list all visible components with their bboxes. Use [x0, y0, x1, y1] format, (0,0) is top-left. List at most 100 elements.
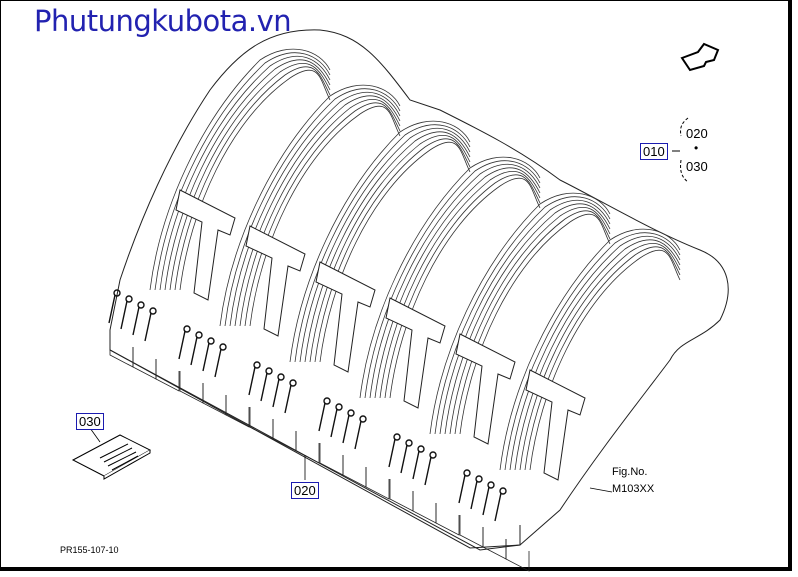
- pin-head: [323, 397, 331, 405]
- comb-tooth: [435, 503, 460, 536]
- comb-pin: [482, 486, 490, 516]
- callout-020[interactable]: 020: [291, 482, 319, 499]
- fin-line: [244, 102, 401, 327]
- comb-pin: [132, 306, 140, 336]
- pin-head: [219, 343, 227, 351]
- comb-tooth: [202, 383, 227, 416]
- comb-pin: [272, 378, 280, 408]
- fin-line: [379, 170, 541, 399]
- comb-pin: [470, 480, 478, 510]
- fin-line: [444, 203, 611, 435]
- pin-head: [335, 403, 343, 411]
- callout-bracket: [680, 117, 689, 183]
- comb-tooth: [155, 359, 180, 392]
- fin-line: [289, 120, 471, 363]
- fin-line: [389, 177, 541, 399]
- comb-pin: [248, 366, 256, 396]
- comb-pin: [260, 372, 268, 402]
- fin-line: [154, 52, 331, 291]
- comb-tooth: [132, 347, 157, 380]
- pin-head: [393, 433, 401, 441]
- pin-head: [277, 373, 285, 381]
- comb-pin: [424, 456, 432, 486]
- fin-line: [454, 210, 611, 435]
- figure-number: M103XX: [612, 483, 655, 495]
- comb-pin: [214, 348, 222, 378]
- pin-head: [149, 307, 157, 315]
- sub-ref-030: 030: [686, 159, 708, 174]
- manual-document-icon: [71, 434, 152, 480]
- fin-line: [369, 164, 541, 399]
- callout-010[interactable]: 010: [640, 143, 668, 160]
- comb-pin: [284, 384, 292, 414]
- comb-pin: [202, 342, 210, 372]
- comb-pin: [318, 402, 326, 432]
- fin-line: [219, 84, 401, 327]
- plate-outline: [525, 369, 586, 481]
- comb-pin: [400, 444, 408, 474]
- fin-line: [159, 56, 331, 291]
- comb-pin: [330, 408, 338, 438]
- comb-tooth: [365, 467, 390, 500]
- pin-head: [183, 325, 191, 333]
- fin-line: [524, 246, 681, 471]
- comb-tooth: [505, 539, 530, 572]
- pin-head: [359, 415, 367, 423]
- fin-line: [224, 88, 401, 327]
- comb-pin: [120, 300, 128, 330]
- fin-line: [364, 160, 541, 399]
- comb-tooth: [482, 527, 507, 560]
- pin-head: [207, 337, 215, 345]
- pin-head: [289, 379, 297, 387]
- pin-head: [113, 289, 121, 297]
- comb-pin: [108, 294, 116, 324]
- fin-line: [229, 92, 401, 327]
- page-code: PR155-107-10: [60, 545, 119, 555]
- fin-line: [439, 200, 611, 435]
- comb-tooth: [459, 515, 484, 548]
- fin-line: [169, 62, 331, 291]
- pin-head: [347, 409, 355, 417]
- pin-head: [137, 301, 145, 309]
- fin-line: [514, 239, 681, 471]
- base-block-outline: [109, 330, 521, 551]
- comb-tooth: [249, 407, 274, 440]
- fin-line: [429, 192, 611, 435]
- figure-label: Fig.No.: [612, 466, 648, 478]
- fin-line: [359, 156, 541, 399]
- comb-pin: [190, 336, 198, 366]
- fin-line: [174, 66, 331, 291]
- fin-line: [179, 69, 331, 291]
- callout-030[interactable]: 030: [76, 413, 104, 430]
- leader-030: [89, 427, 101, 443]
- fin-line: [384, 174, 541, 399]
- fin-line: [499, 228, 681, 471]
- pin-head: [417, 445, 425, 453]
- fin-line: [164, 59, 331, 291]
- fin-line: [504, 232, 681, 471]
- comb-pin: [354, 420, 362, 450]
- assembly-outline: [109, 29, 729, 549]
- sub-ref-dot: •: [694, 141, 699, 155]
- fin-line: [434, 196, 611, 435]
- fin-line: [529, 249, 681, 471]
- fin-line: [374, 167, 541, 399]
- fin-line: [519, 242, 681, 471]
- fin-line: [234, 95, 401, 327]
- comb-pin: [494, 492, 502, 522]
- fin-line: [309, 134, 471, 363]
- watermark-brand: Phutungkubota.vn: [34, 4, 292, 38]
- direction-arrow-icon: [680, 42, 720, 72]
- comb-tooth: [109, 335, 134, 368]
- pin-head: [253, 361, 261, 369]
- fin-line: [459, 213, 611, 435]
- plate-outline: [175, 189, 236, 301]
- fin-line: [449, 206, 611, 435]
- plate-outline: [385, 297, 446, 409]
- pin-head: [265, 367, 273, 375]
- pin-head: [405, 439, 413, 447]
- pin-head: [475, 475, 483, 483]
- pin-head: [463, 469, 471, 477]
